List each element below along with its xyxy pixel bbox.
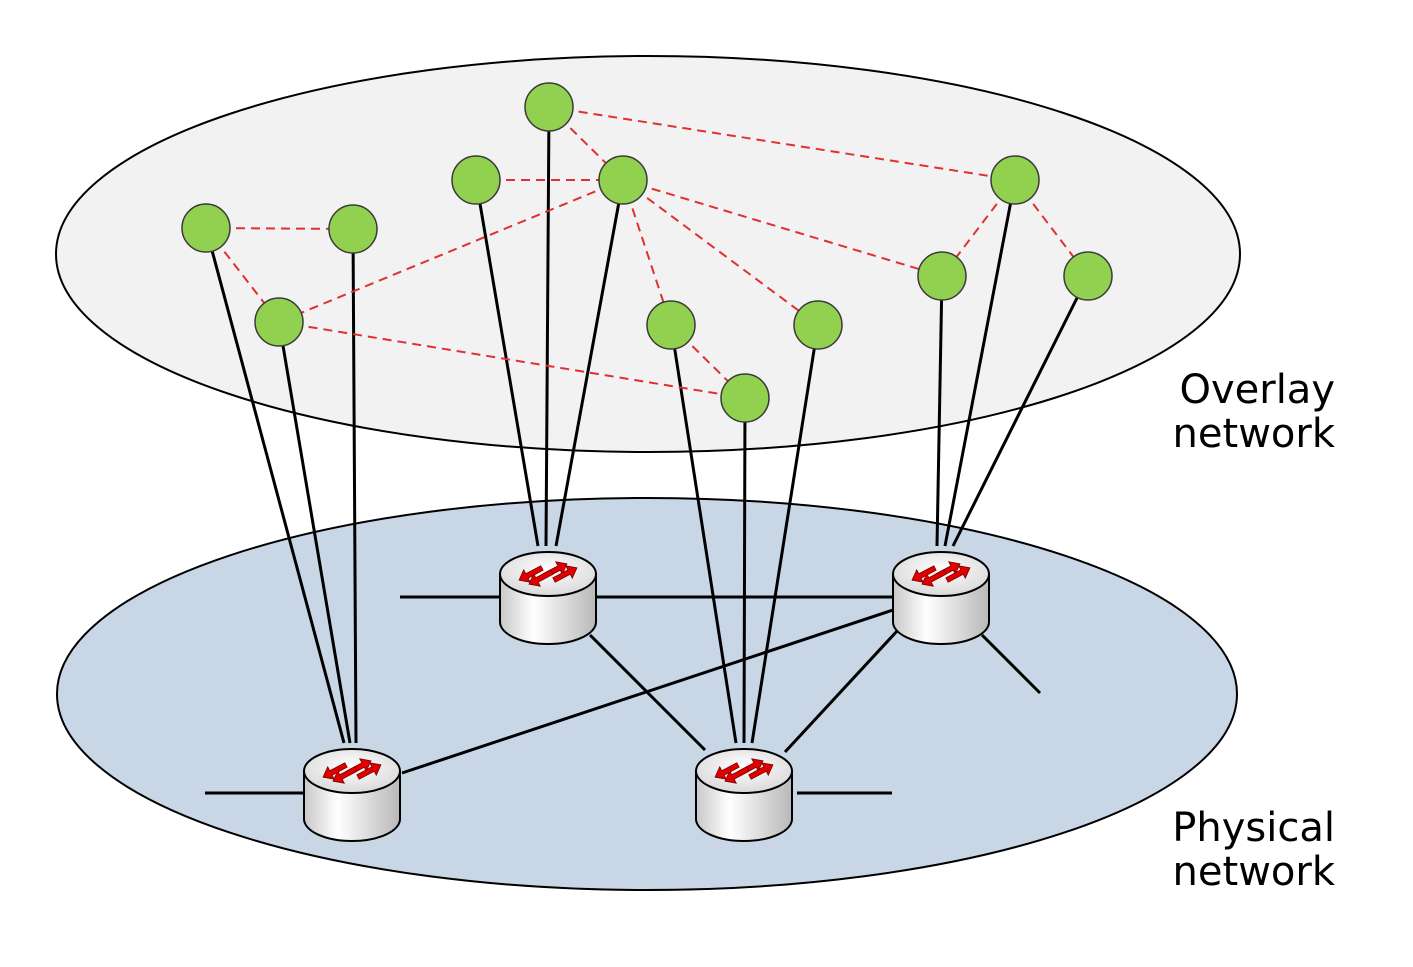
- node-router-link: [204, 227, 346, 744]
- overlay-nodes: [181, 82, 1113, 423]
- node-router-link: [277, 321, 352, 744]
- node-router-link: [669, 324, 738, 744]
- node-router-link: [351, 228, 358, 744]
- overlay-label-line-1: Overlay: [1179, 367, 1335, 413]
- overlay-node: [328, 204, 378, 254]
- overlay-node: [793, 300, 843, 350]
- overlay-link: [622, 179, 819, 326]
- physical-link: [783, 628, 900, 754]
- overlay-node: [181, 203, 231, 253]
- physical-links: [205, 595, 1042, 795]
- physical-link: [588, 633, 707, 752]
- node-router-link: [951, 275, 1090, 547]
- overlay-node: [917, 251, 967, 301]
- overlay-node: [524, 82, 574, 132]
- physical-label-line-2: network: [1172, 849, 1335, 895]
- overlay-node: [254, 297, 304, 347]
- node-router-link: [935, 275, 944, 547]
- overlay-node: [451, 155, 501, 205]
- overlay-network-label: Overlay network: [1173, 368, 1335, 456]
- overlay-link: [622, 179, 672, 326]
- overlay-link: [278, 321, 746, 399]
- node-router-link: [943, 179, 1017, 547]
- overlay-node: [1063, 251, 1113, 301]
- overlay-link: [622, 179, 943, 277]
- overlay-node: [720, 373, 770, 423]
- overlay-link: [278, 179, 624, 323]
- overlay-label-line-2: network: [1172, 411, 1335, 457]
- vertical-mapping-links: [204, 106, 1090, 744]
- node-router-link: [742, 397, 747, 744]
- router-icon: [303, 748, 401, 842]
- overlay-node: [990, 155, 1040, 205]
- overlay-link: [548, 106, 1016, 181]
- overlay-node: [646, 300, 696, 350]
- router-icon: [892, 551, 990, 645]
- physical-link: [980, 633, 1042, 695]
- node-router-link: [544, 106, 551, 547]
- node-router-link: [474, 179, 540, 547]
- overlay-node: [598, 155, 648, 205]
- node-router-link: [750, 324, 820, 744]
- router-icon: [695, 748, 793, 842]
- router-icon: [499, 551, 597, 645]
- physical-label-line-1: Physical: [1172, 805, 1335, 851]
- node-router-link: [554, 179, 625, 547]
- physical-network-label: Physical network: [1172, 806, 1335, 894]
- routers: [303, 551, 990, 842]
